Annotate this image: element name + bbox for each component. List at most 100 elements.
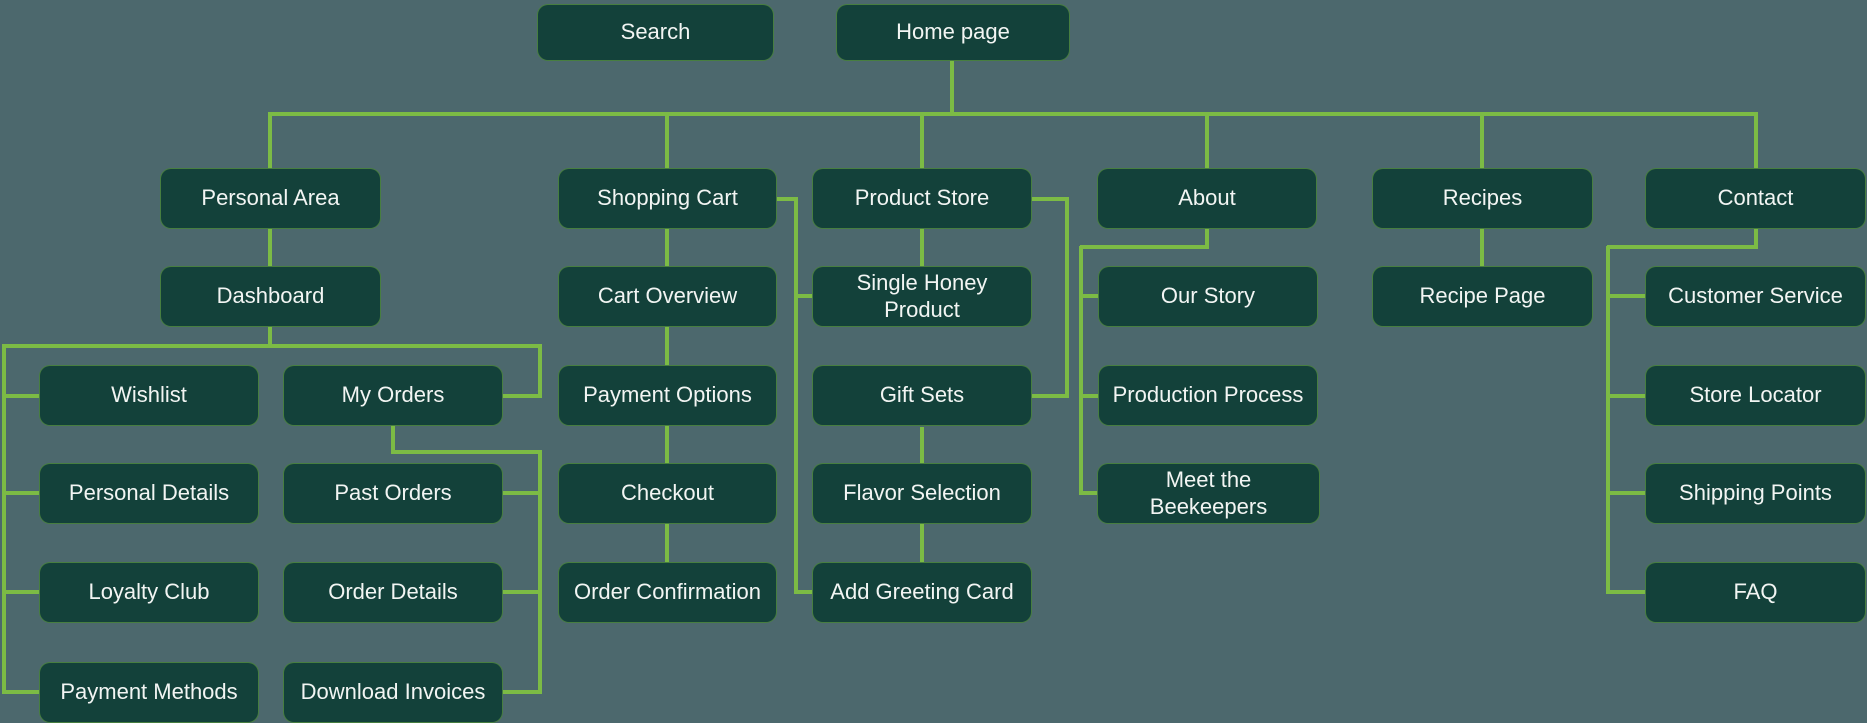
connector-segment: [1032, 197, 1068, 201]
connector-segment: [502, 690, 542, 694]
node-label: Loyalty Club: [88, 579, 210, 605]
connector-segment: [1205, 229, 1209, 249]
node-label: Order Confirmation: [573, 579, 762, 605]
node-product-store[interactable]: Product Store: [812, 168, 1032, 229]
connector-segment: [502, 394, 542, 398]
node-customer-service[interactable]: Customer Service: [1645, 266, 1866, 327]
connector-segment: [777, 197, 797, 201]
connector-segment: [502, 590, 542, 594]
node-download-invoices[interactable]: Download Invoices: [283, 662, 503, 723]
connector-segment: [796, 294, 813, 298]
node-label: My Orders: [341, 382, 445, 408]
node-label: Search: [620, 19, 691, 45]
connector-segment: [269, 112, 1757, 116]
node-label: About: [1178, 185, 1236, 211]
node-label: Flavor Selection: [843, 480, 1001, 506]
connector-segment: [1480, 112, 1484, 168]
node-label: Download Invoices: [300, 679, 486, 705]
connector-segment: [1081, 394, 1099, 398]
node-home-page[interactable]: Home page: [836, 4, 1070, 61]
connector-segment: [1081, 294, 1099, 298]
connector-segment: [268, 112, 272, 168]
connector-segment: [1081, 491, 1098, 495]
node-cart-overview[interactable]: Cart Overview: [558, 266, 777, 327]
node-production-process[interactable]: Production Process: [1098, 365, 1318, 426]
connector-segment: [665, 229, 669, 266]
connector-segment: [2, 590, 40, 594]
connector-segment: [1754, 229, 1758, 249]
connector-segment: [1754, 112, 1758, 168]
node-label: Home page: [896, 19, 1010, 45]
connector-segment: [1606, 246, 1610, 594]
node-label: Recipe Page: [1419, 283, 1546, 309]
node-search[interactable]: Search: [537, 4, 774, 61]
node-checkout[interactable]: Checkout: [558, 463, 777, 524]
node-payment-methods[interactable]: Payment Methods: [39, 662, 259, 723]
connector-segment: [665, 112, 669, 168]
node-label: Checkout: [621, 480, 714, 506]
node-label: Payment Methods: [60, 679, 238, 705]
node-past-orders[interactable]: Past Orders: [283, 463, 503, 524]
connector-segment: [538, 452, 542, 694]
node-shopping-cart[interactable]: Shopping Cart: [558, 168, 777, 229]
connector-segment: [392, 450, 542, 454]
connector-segment: [665, 426, 669, 463]
connector-segment: [665, 327, 669, 365]
node-about[interactable]: About: [1097, 168, 1317, 229]
connector-segment: [1608, 394, 1646, 398]
connector-segment: [2, 491, 40, 495]
node-dashboard[interactable]: Dashboard: [160, 266, 381, 327]
node-order-details[interactable]: Order Details: [283, 562, 503, 623]
connector-segment: [1080, 245, 1209, 249]
node-label: Gift Sets: [879, 382, 965, 408]
node-label: Add Greeting Card: [830, 579, 1014, 605]
node-order-confirmation[interactable]: Order Confirmation: [558, 562, 777, 623]
connector-segment: [1032, 394, 1068, 398]
node-faq[interactable]: FAQ: [1645, 562, 1866, 623]
node-payment-options[interactable]: Payment Options: [558, 365, 777, 426]
node-personal-area[interactable]: Personal Area: [160, 168, 381, 229]
node-label: FAQ: [1733, 579, 1778, 605]
node-label: Shopping Cart: [597, 185, 738, 211]
node-store-locator[interactable]: Store Locator: [1645, 365, 1866, 426]
connector-segment: [1079, 246, 1083, 495]
connector-segment: [2, 394, 40, 398]
node-our-story[interactable]: Our Story: [1098, 266, 1318, 327]
node-label: Our Story: [1160, 283, 1256, 309]
node-label: Order Details: [328, 579, 458, 605]
connector-segment: [1607, 245, 1758, 249]
connector-segment: [391, 426, 395, 454]
connector-segment: [950, 61, 954, 114]
node-label: Payment Options: [583, 382, 752, 408]
node-recipes[interactable]: Recipes: [1372, 168, 1593, 229]
node-label: Customer Service: [1668, 283, 1843, 309]
connector-segment: [1608, 590, 1646, 594]
node-label: Product Store: [854, 185, 990, 211]
connector-segment: [268, 229, 272, 266]
node-label: Personal Area: [201, 185, 340, 211]
node-flavor-selection[interactable]: Flavor Selection: [812, 463, 1032, 524]
node-wishlist[interactable]: Wishlist: [39, 365, 259, 426]
connector-segment: [665, 523, 669, 562]
node-label: Production Process: [1112, 382, 1304, 408]
node-label: Shipping Points: [1679, 480, 1832, 506]
node-single-honey-product[interactable]: Single Honey Product: [812, 266, 1032, 327]
node-my-orders[interactable]: My Orders: [283, 365, 503, 426]
node-add-greeting-card[interactable]: Add Greeting Card: [812, 562, 1032, 623]
node-label: Single Honey Product: [856, 269, 988, 322]
node-label: Meet the Beekeepers: [1149, 466, 1268, 519]
node-recipe-page[interactable]: Recipe Page: [1372, 266, 1593, 327]
node-label: Recipes: [1442, 185, 1523, 211]
node-label: Contact: [1717, 185, 1794, 211]
node-shipping-points[interactable]: Shipping Points: [1645, 463, 1866, 524]
node-meet-the-beekeepers[interactable]: Meet the Beekeepers: [1097, 463, 1320, 524]
connector-segment: [2, 690, 40, 694]
connector-segment: [502, 491, 542, 495]
node-gift-sets[interactable]: Gift Sets: [812, 365, 1032, 426]
node-personal-details[interactable]: Personal Details: [39, 463, 259, 524]
node-contact[interactable]: Contact: [1645, 168, 1866, 229]
node-loyalty-club[interactable]: Loyalty Club: [39, 562, 259, 623]
connector-segment: [920, 112, 924, 168]
connector-segment: [1480, 229, 1484, 266]
